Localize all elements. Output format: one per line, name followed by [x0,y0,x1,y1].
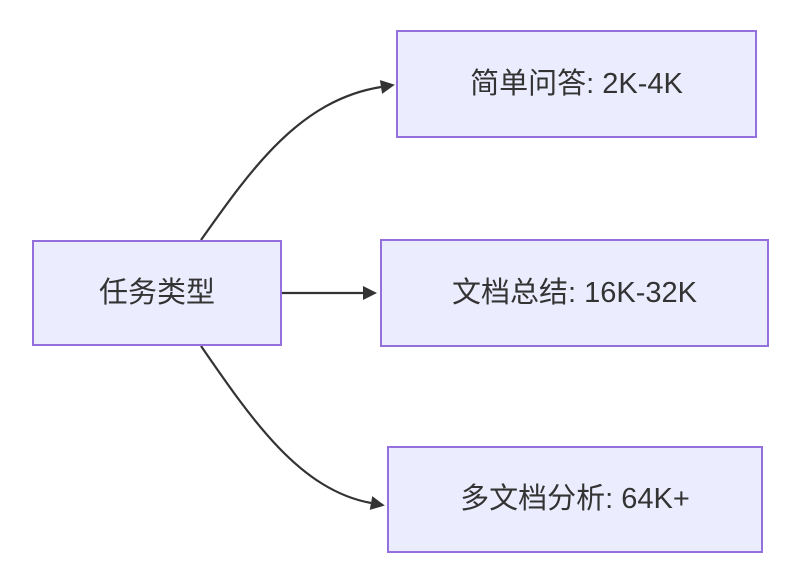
edge-task-type-to-simple-qa [200,80,395,241]
node-doc-summary-label: 文档总结: 16K-32K [452,276,697,309]
edge-task-type-to-multidoc-analysis [200,345,385,510]
node-simple-qa: 简单问答: 2K-4K [396,30,757,138]
node-multidoc-analysis: 多文档分析: 64K+ [387,446,763,553]
node-simple-qa-label: 简单问答: 2K-4K [470,67,683,100]
node-task-type-label: 任务类型 [98,276,215,309]
node-doc-summary: 文档总结: 16K-32K [380,239,769,347]
node-task-type: 任务类型 [32,240,282,346]
node-multidoc-analysis-label: 多文档分析: 64K+ [460,483,690,516]
